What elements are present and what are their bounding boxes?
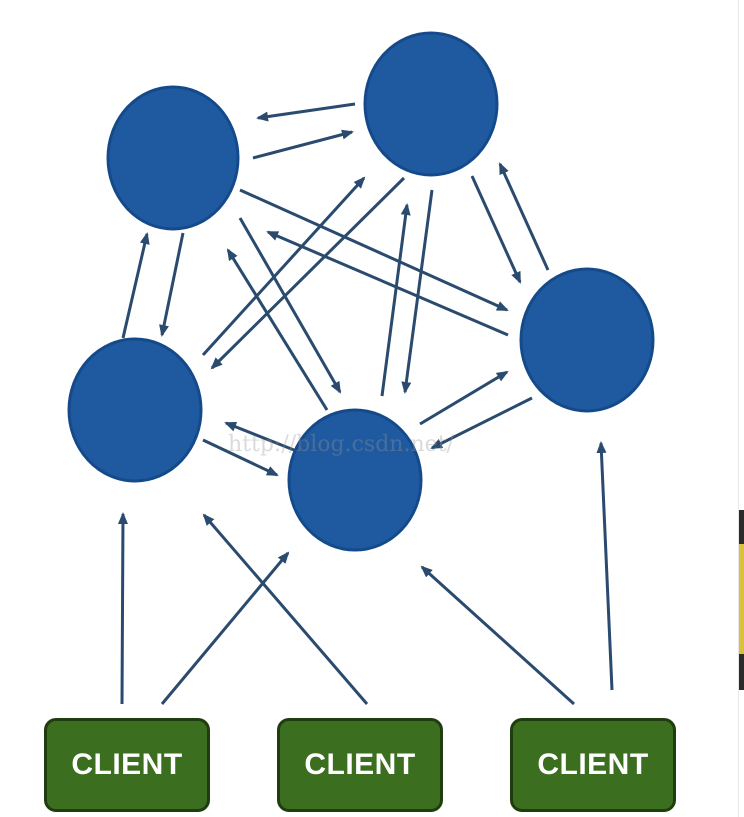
edge-n4-to-n1	[226, 248, 329, 411]
edge-n4-to-n5	[419, 370, 509, 426]
edge-n1-to-n3	[159, 232, 185, 337]
right-edge-yellow-band	[739, 544, 744, 654]
server-node-3	[67, 337, 203, 483]
node-group	[67, 31, 655, 552]
edge-n2-to-n5	[470, 175, 522, 284]
client-label-2: CLIENT	[304, 748, 416, 781]
edge-c3-to-n5	[596, 441, 614, 691]
right-edge-dark-band	[739, 510, 744, 544]
server-node-5	[519, 267, 655, 413]
edge-c3-to-n4	[420, 565, 576, 706]
edge-n3-to-n1	[121, 232, 150, 339]
client-label-3: CLIENT	[537, 748, 649, 781]
right-edge-dark-band-2	[739, 654, 744, 690]
edge-n2-to-n3	[210, 176, 406, 370]
edge-n1-to-n4	[238, 217, 342, 394]
edge-n1-to-n2	[252, 129, 354, 160]
edge-n3-to-n4	[202, 438, 279, 477]
edge-n5-to-n1	[266, 230, 509, 337]
edge-c2-to-n3	[202, 513, 369, 705]
right-edge-strip	[738, 0, 744, 817]
edge-c1-to-n3	[117, 512, 128, 705]
client-box-3: CLIENT	[510, 718, 676, 812]
client-box-1: CLIENT	[44, 718, 210, 812]
edge-n2-to-n1	[256, 102, 356, 122]
edge-n3-to-n2	[201, 176, 366, 357]
server-node-4	[287, 408, 423, 552]
edge-n2-to-n4	[401, 189, 434, 394]
client-edge-group	[117, 441, 614, 706]
client-label-1: CLIENT	[71, 748, 183, 781]
edge-group	[121, 102, 550, 477]
edge-c1-to-n4	[160, 551, 290, 705]
edge-n4-to-n2	[380, 203, 411, 397]
edge-n5-to-n2	[498, 162, 550, 271]
edge-n1-to-n5	[239, 188, 509, 312]
server-node-1-shape	[106, 85, 240, 231]
edge-n5-to-n4	[430, 396, 533, 450]
server-node-2	[363, 31, 499, 177]
edge-n4-to-n3	[224, 421, 295, 452]
client-box-2: CLIENT	[277, 718, 443, 812]
